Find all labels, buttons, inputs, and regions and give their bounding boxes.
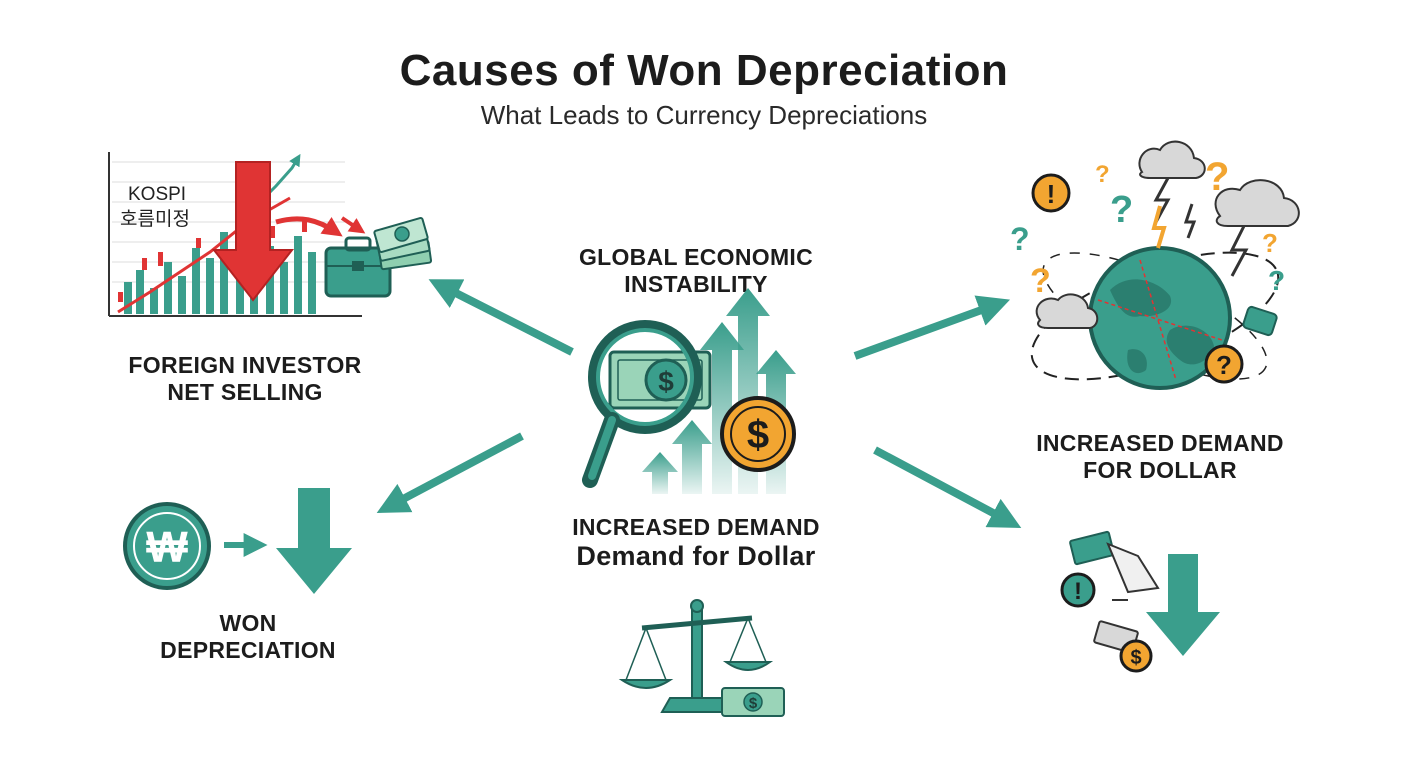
market-drop-arrow [211, 161, 295, 302]
briefcase-icon [324, 236, 392, 298]
question-mark-icon: ? [1110, 189, 1133, 231]
kospi-chart-sublabel: 호름미정 [120, 208, 190, 230]
coin-dollar-symbol: $ [747, 413, 769, 457]
alert-badge-icon: ! [1060, 572, 1096, 608]
paper-icon [1106, 542, 1160, 594]
storm-cloud-icon [1214, 179, 1300, 277]
global-instability-label-line2: INSTABILITY [624, 271, 768, 297]
dollar-demand-label-line2: FOR DOLLAR [1083, 457, 1237, 483]
arrow-to-won-depreciation [376, 432, 524, 513]
alert-badge-icon: ! [1031, 173, 1071, 213]
question-mark-icon: ? [1030, 262, 1051, 300]
question-marks: ? ? ? ? ? ? ? [1010, 155, 1285, 300]
won-depreciation-label-line1: WON [219, 610, 277, 636]
globe-instability-illustration [1030, 246, 1280, 390]
question-symbol: ? [1216, 350, 1232, 380]
gold-coin-icon: $ [720, 396, 796, 472]
foreign-investor-label-line2: NET SELLING [167, 379, 323, 405]
dollar-demand-label: INCREASED DEMAND FOR DOLLAR [1030, 430, 1290, 484]
foreign-investor-label-line1: FOREIGN INVESTOR [128, 352, 362, 378]
arrow-to-dollar-demand [853, 295, 1011, 360]
question-mark-icon: ? [1262, 228, 1278, 258]
won-down-arrow [276, 488, 352, 594]
global-instability-illustration: $ $ [582, 288, 796, 494]
arrow-to-depreciation-result [873, 446, 1022, 529]
connector-arrows [376, 279, 1022, 529]
dollar-demand-label-line1: INCREASED DEMAND [1036, 430, 1284, 456]
balance-scale-icon: $ [618, 599, 785, 717]
won-depreciation-label: WON DEPRECIATION [133, 610, 363, 664]
scale-bill-dollar: $ [749, 695, 758, 712]
page-subtitle: What Leads to Currency Depreciations [480, 100, 928, 130]
depreciation-result-illustration: ! $ [1060, 530, 1220, 673]
storm-cloud-icon [1035, 293, 1099, 329]
lightning-icon [1151, 205, 1167, 249]
alert-symbol-bottom: ! [1074, 578, 1082, 605]
foreign-investor-label: FOREIGN INVESTOR NET SELLING [115, 352, 375, 406]
question-mark-icon: ? [1095, 161, 1110, 188]
dollar-symbol: $ [658, 366, 674, 397]
won-coin-icon: ₩ [123, 502, 211, 590]
coin-dollar-symbol-small: $ [1130, 647, 1141, 669]
won-depreciation-label-line2: DEPRECIATION [160, 637, 336, 663]
center-demand-label-line2: Demand for Dollar [576, 541, 816, 571]
magnifier-icon [582, 320, 702, 488]
cash-stack-icon [373, 217, 433, 271]
page-title: Causes of Won Depreciation [399, 46, 1009, 95]
banknote-icon [1069, 530, 1115, 566]
global-instability-label-line1: GLOBAL ECONOMIC [578, 244, 814, 270]
storm-cloud-icon [1138, 140, 1206, 223]
value-down-arrow [1146, 554, 1220, 656]
cash-bag-icon [1242, 305, 1278, 337]
global-instability-label: GLOBAL ECONOMIC INSTABILITY [566, 244, 826, 298]
question-badge-icon: ? [1204, 344, 1244, 384]
kospi-chart-illustration: KOSPI 호름미정 [108, 152, 433, 317]
won-symbol: ₩ [146, 523, 188, 572]
kospi-chart-label: KOSPI [128, 184, 186, 205]
alert-symbol: ! [1047, 179, 1056, 209]
question-mark-icon: ? [1205, 155, 1229, 199]
center-demand-label: INCREASED DEMAND Demand for Dollar [566, 514, 826, 572]
question-mark-icon: ? [1268, 265, 1285, 296]
gold-coin-icon: $ [1119, 639, 1153, 673]
arrow-to-foreign-investor [428, 279, 574, 356]
lightning-icon [1183, 203, 1197, 239]
question-mark-icon: ? [1010, 221, 1030, 257]
center-demand-label-line1: INCREASED DEMAND [572, 514, 820, 540]
dollar-circle-icon: $ [644, 358, 688, 402]
